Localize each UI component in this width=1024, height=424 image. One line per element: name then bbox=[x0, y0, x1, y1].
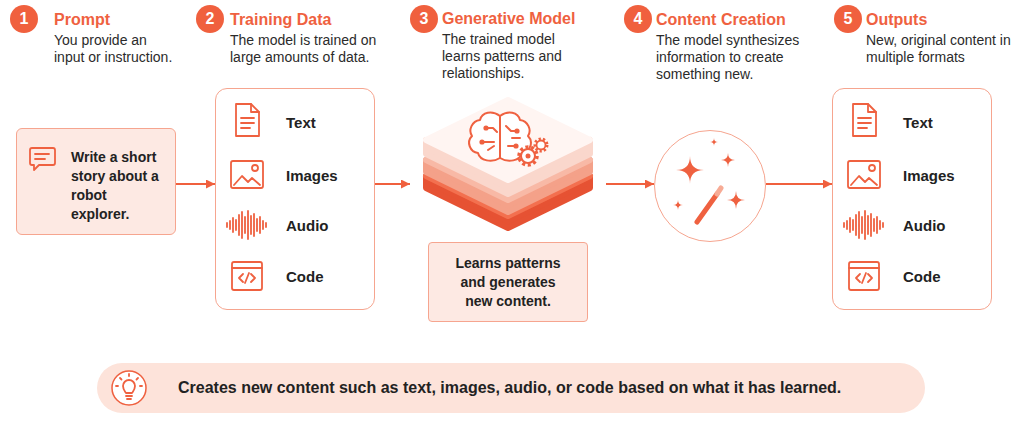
step-heading: Training Data bbox=[230, 10, 331, 30]
flow-arrow bbox=[606, 183, 654, 185]
sparkle bbox=[673, 200, 683, 210]
gear-icons bbox=[519, 139, 547, 165]
chat-bubble bbox=[30, 148, 55, 170]
circuit-dot bbox=[484, 126, 487, 129]
gear-hub bbox=[526, 154, 531, 159]
bulb-rays bbox=[116, 374, 142, 399]
prompt-text: Write a short story about a robot explor… bbox=[71, 148, 167, 224]
step-number-text: 2 bbox=[206, 10, 215, 28]
circuit-dot bbox=[514, 144, 517, 147]
sparkle bbox=[727, 191, 745, 209]
step-heading: Prompt bbox=[54, 10, 110, 30]
step-description: The trained model learns patterns and re… bbox=[442, 31, 572, 82]
step-number: 5 bbox=[834, 5, 862, 33]
step-description: You provide an input or instruction. bbox=[54, 32, 178, 66]
chat-icon bbox=[30, 148, 55, 170]
model-stack bbox=[426, 100, 590, 228]
bulb-badge bbox=[112, 371, 146, 405]
format-label: Audio bbox=[286, 217, 329, 235]
sparkle bbox=[676, 156, 704, 184]
step-description: The model is trained on large amounts of… bbox=[230, 32, 385, 66]
summary-text: Creates new content such as text, images… bbox=[178, 378, 841, 398]
brain-circuits bbox=[482, 126, 520, 150]
stack-layer-top bbox=[426, 120, 590, 200]
stack-layer-top bbox=[426, 136, 590, 216]
gear-teeth bbox=[535, 139, 547, 151]
step-number-text: 4 bbox=[634, 10, 643, 28]
stack-layer-top bbox=[426, 100, 590, 180]
step-heading: Generative Model bbox=[442, 9, 575, 29]
format-label: Text bbox=[903, 114, 933, 132]
stack-layer-side bbox=[426, 160, 590, 212]
prompt-box: PromptYou provide an input or instructio… bbox=[16, 128, 176, 235]
wand-stick bbox=[697, 194, 717, 222]
flow-arrow bbox=[176, 183, 215, 185]
circuit-dot bbox=[515, 129, 518, 132]
step-number: 4 bbox=[624, 5, 652, 33]
step-number: 3 bbox=[410, 5, 438, 33]
bulb-icon bbox=[112, 371, 146, 405]
format-label: Audio bbox=[903, 217, 946, 235]
step-heading: Content Creation bbox=[656, 10, 786, 30]
chat-lines bbox=[35, 154, 49, 159]
training-icons bbox=[227, 104, 266, 290]
gear-teeth bbox=[519, 147, 537, 165]
gear-body bbox=[521, 149, 535, 163]
training-data-box: Training DataThe model is trained on lar… bbox=[215, 88, 375, 310]
step-number-text: 1 bbox=[20, 10, 29, 28]
circuit-dot bbox=[480, 140, 483, 143]
format-label: Text bbox=[286, 114, 316, 132]
output-icons bbox=[844, 104, 883, 290]
flow-arrow bbox=[375, 183, 410, 185]
flow-arrow bbox=[766, 183, 832, 185]
outputs-box: OutputsNew, original content in multiple… bbox=[832, 88, 992, 310]
format-label: Images bbox=[286, 167, 338, 185]
step-heading: Outputs bbox=[866, 10, 927, 30]
brain-left bbox=[469, 113, 500, 161]
gear-body bbox=[537, 141, 546, 150]
step-description: New, original content in multiple format… bbox=[866, 32, 1021, 66]
step-number-text: 3 bbox=[420, 10, 429, 28]
summary-box: Learns patterns and generates new conten… bbox=[428, 242, 588, 322]
content-creation-circle: Content CreationThe model synthesizes in… bbox=[654, 130, 766, 242]
sparkle bbox=[721, 153, 735, 167]
wand-icon bbox=[697, 188, 721, 222]
step-description: The model synthesizes information to cre… bbox=[656, 32, 811, 83]
format-label: Code bbox=[286, 268, 324, 286]
format-label: Images bbox=[903, 167, 955, 185]
model-summary: Learns patterns and generates new conten… bbox=[448, 254, 568, 311]
bulb-glass bbox=[123, 380, 135, 393]
step-number: 1 bbox=[10, 5, 38, 33]
generative-model: Generative ModelThe trained model learns… bbox=[410, 88, 606, 322]
brain-icon bbox=[469, 113, 531, 161]
stack-layer-side bbox=[426, 176, 590, 228]
stack-layer-side bbox=[426, 140, 590, 194]
sparkle bbox=[710, 138, 718, 146]
wand-tip bbox=[717, 188, 721, 194]
step-number: 2 bbox=[196, 5, 224, 33]
summary-band: Creates new content such as text, images… bbox=[97, 363, 925, 413]
step-number-text: 5 bbox=[844, 10, 853, 28]
brain-right bbox=[500, 113, 531, 161]
sparkle-icon bbox=[673, 138, 745, 210]
format-label: Code bbox=[903, 268, 941, 286]
